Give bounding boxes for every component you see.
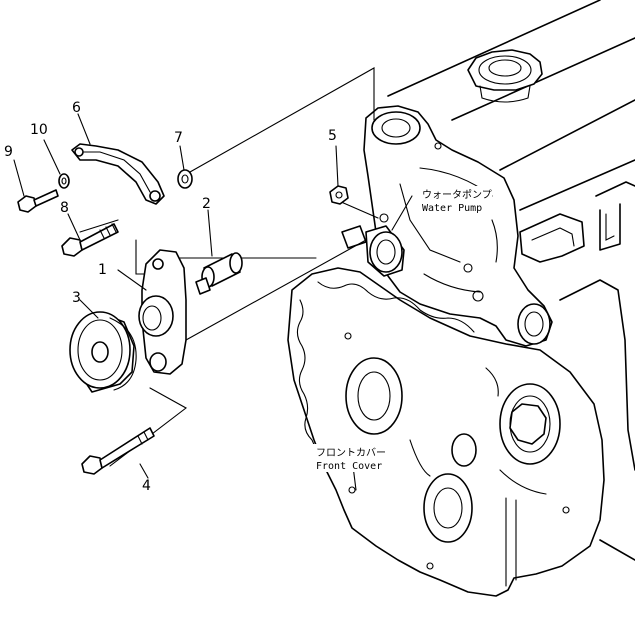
- pulley-bracket: [138, 249, 187, 375]
- adjusting-bar: [71, 143, 165, 205]
- bolt-long: [81, 427, 155, 475]
- callout-5: 5: [328, 128, 337, 144]
- water-pump: [341, 105, 553, 347]
- water-pump-label-jp: ウォータポンプ: [422, 189, 492, 201]
- front-cover-label: フロントカバー Front Cover: [312, 444, 386, 472]
- callout-10: 10: [30, 122, 48, 138]
- bolt-upper: [17, 189, 59, 213]
- washer: [58, 173, 70, 189]
- callout-2: 2: [202, 196, 211, 212]
- water-pump-label: ウォータポンプ Water Pump: [418, 186, 492, 214]
- spacer: [195, 252, 243, 295]
- callout-1: 1: [98, 262, 107, 278]
- callout-leaders: [13, 113, 339, 479]
- callout-9: 9: [4, 144, 13, 160]
- callout-6: 6: [72, 100, 81, 116]
- callout-7: 7: [174, 130, 183, 146]
- idler-pulley: [69, 311, 137, 393]
- spacer-washer: [177, 169, 193, 189]
- water-pump-label-en: Water Pump: [422, 203, 482, 214]
- nut: [329, 185, 349, 205]
- oil-filler-cap: [467, 49, 543, 103]
- callout-8: 8: [60, 200, 69, 216]
- front-cover-label-jp: フロントカバー: [316, 447, 386, 459]
- engine-block: [387, 0, 635, 561]
- front-cover-label-en: Front Cover: [316, 461, 382, 472]
- callout-3: 3: [72, 290, 81, 306]
- front-cover: [287, 267, 605, 597]
- bolt-middle: [61, 223, 119, 257]
- callout-4: 4: [142, 478, 151, 494]
